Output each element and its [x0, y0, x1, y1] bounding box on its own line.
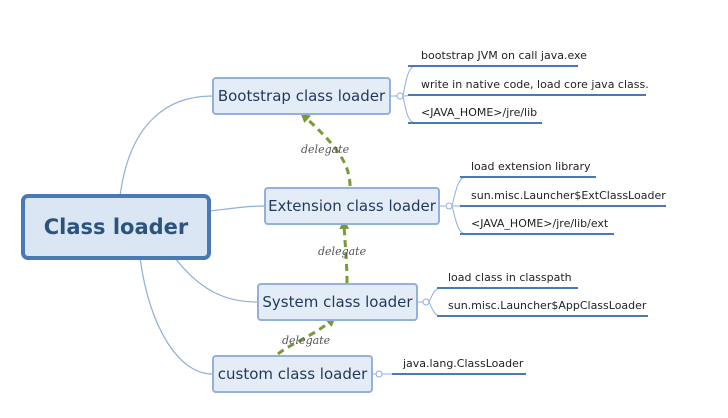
collapse-toggle-bootstrap[interactable] [396, 92, 404, 100]
node-label: Extension class loader [268, 197, 436, 215]
detail-extension-3[interactable]: <JAVA_HOME>/jre/lib/ext [471, 217, 609, 230]
collapse-toggle-system[interactable] [422, 298, 430, 306]
node-system-class-loader[interactable]: System class loader [257, 283, 418, 321]
detail-bootstrap-2[interactable]: write in native code, load core java cla… [421, 78, 649, 91]
branch-root-custom [139, 257, 213, 375]
delegate-label-system-to-extension: delegate [318, 245, 367, 258]
detail-system-2[interactable]: sun.misc.Launcher$AppClassLoader [448, 299, 647, 312]
root-node-label: Class loader [43, 215, 189, 239]
delegate-label-extension-to-bootstrap: delegate [301, 143, 350, 156]
node-label: custom class loader [217, 365, 368, 383]
detail-extension-2[interactable]: sun.misc.Launcher$ExtClassLoader [471, 189, 666, 202]
root-node-class-loader[interactable]: Class loader [21, 194, 211, 260]
branch-root-extension [209, 205, 265, 212]
detail-custom-1[interactable]: java.lang.ClassLoader [403, 357, 524, 370]
delegate-label-custom-to-system: delegate [282, 334, 331, 347]
node-label: Bootstrap class loader [217, 87, 386, 105]
detail-bootstrap-3[interactable]: <JAVA_HOME>/jre/lib [421, 106, 538, 119]
delegate-arrow-extension-to-bootstrap [300, 112, 352, 187]
node-extension-class-loader[interactable]: Extension class loader [264, 187, 440, 225]
delegate-arrow-system-to-extension [339, 219, 350, 284]
node-label: System class loader [262, 293, 413, 311]
collapse-toggle-custom[interactable] [375, 370, 383, 378]
node-bootstrap-class-loader[interactable]: Bootstrap class loader [212, 77, 391, 115]
node-custom-class-loader[interactable]: custom class loader [212, 355, 373, 393]
detail-system-1[interactable]: load class in classpath [448, 271, 572, 284]
detail-extension-1[interactable]: load extension library [471, 160, 591, 173]
branch-root-bootstrap [119, 95, 213, 197]
delegate-arrow-custom-to-system [277, 316, 336, 356]
detail-bootstrap-1[interactable]: bootstrap JVM on call java.exe [421, 49, 587, 62]
branch-root-system [174, 257, 258, 303]
collapse-toggle-extension[interactable] [445, 202, 453, 210]
